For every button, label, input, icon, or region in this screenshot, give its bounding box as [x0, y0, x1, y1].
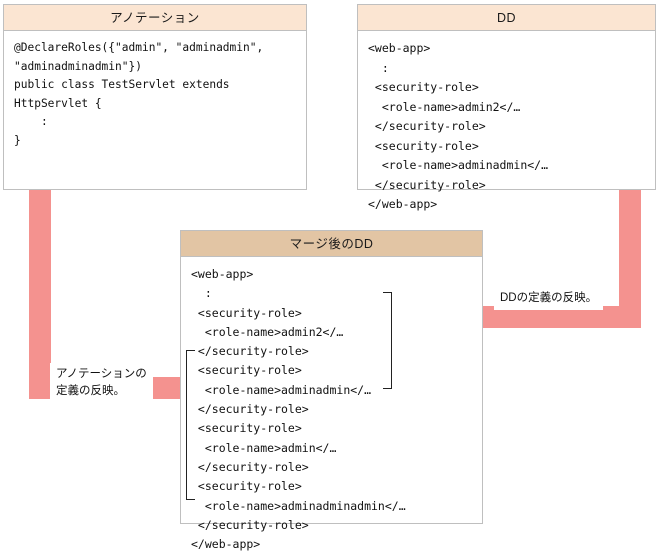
dd-origin-bracket [383, 292, 392, 389]
annotation-reflect-label: アノテーションの 定義の反映。 [50, 363, 153, 403]
merged-dd-code-block: <web-app> : <security-role> <role-name>a… [191, 267, 406, 552]
merged-dd-panel: マージ後のDD <web-app> : <security-role> <rol… [180, 230, 483, 551]
annotation-code-block: @DeclareRoles({"admin", "adminadmin", "a… [14, 41, 264, 147]
dd-reflect-label: DDの定義の反映。 [494, 287, 604, 310]
dd-panel: DD <web-app> : <security-role> <role-nam… [357, 4, 656, 211]
annotation-origin-bracket [186, 350, 195, 500]
dd-panel-title: DD [358, 5, 655, 31]
dd-code-block: <web-app> : <security-role> <role-name>a… [368, 41, 549, 211]
annotation-panel-title: アノテーション [4, 5, 306, 31]
annotation-panel: アノテーション @DeclareRoles({"admin", "adminad… [3, 4, 307, 190]
merged-dd-panel-title: マージ後のDD [181, 231, 482, 257]
annotation-arrow-vertical-segment [29, 168, 51, 399]
dd-arrow-vertical-segment [619, 160, 641, 328]
